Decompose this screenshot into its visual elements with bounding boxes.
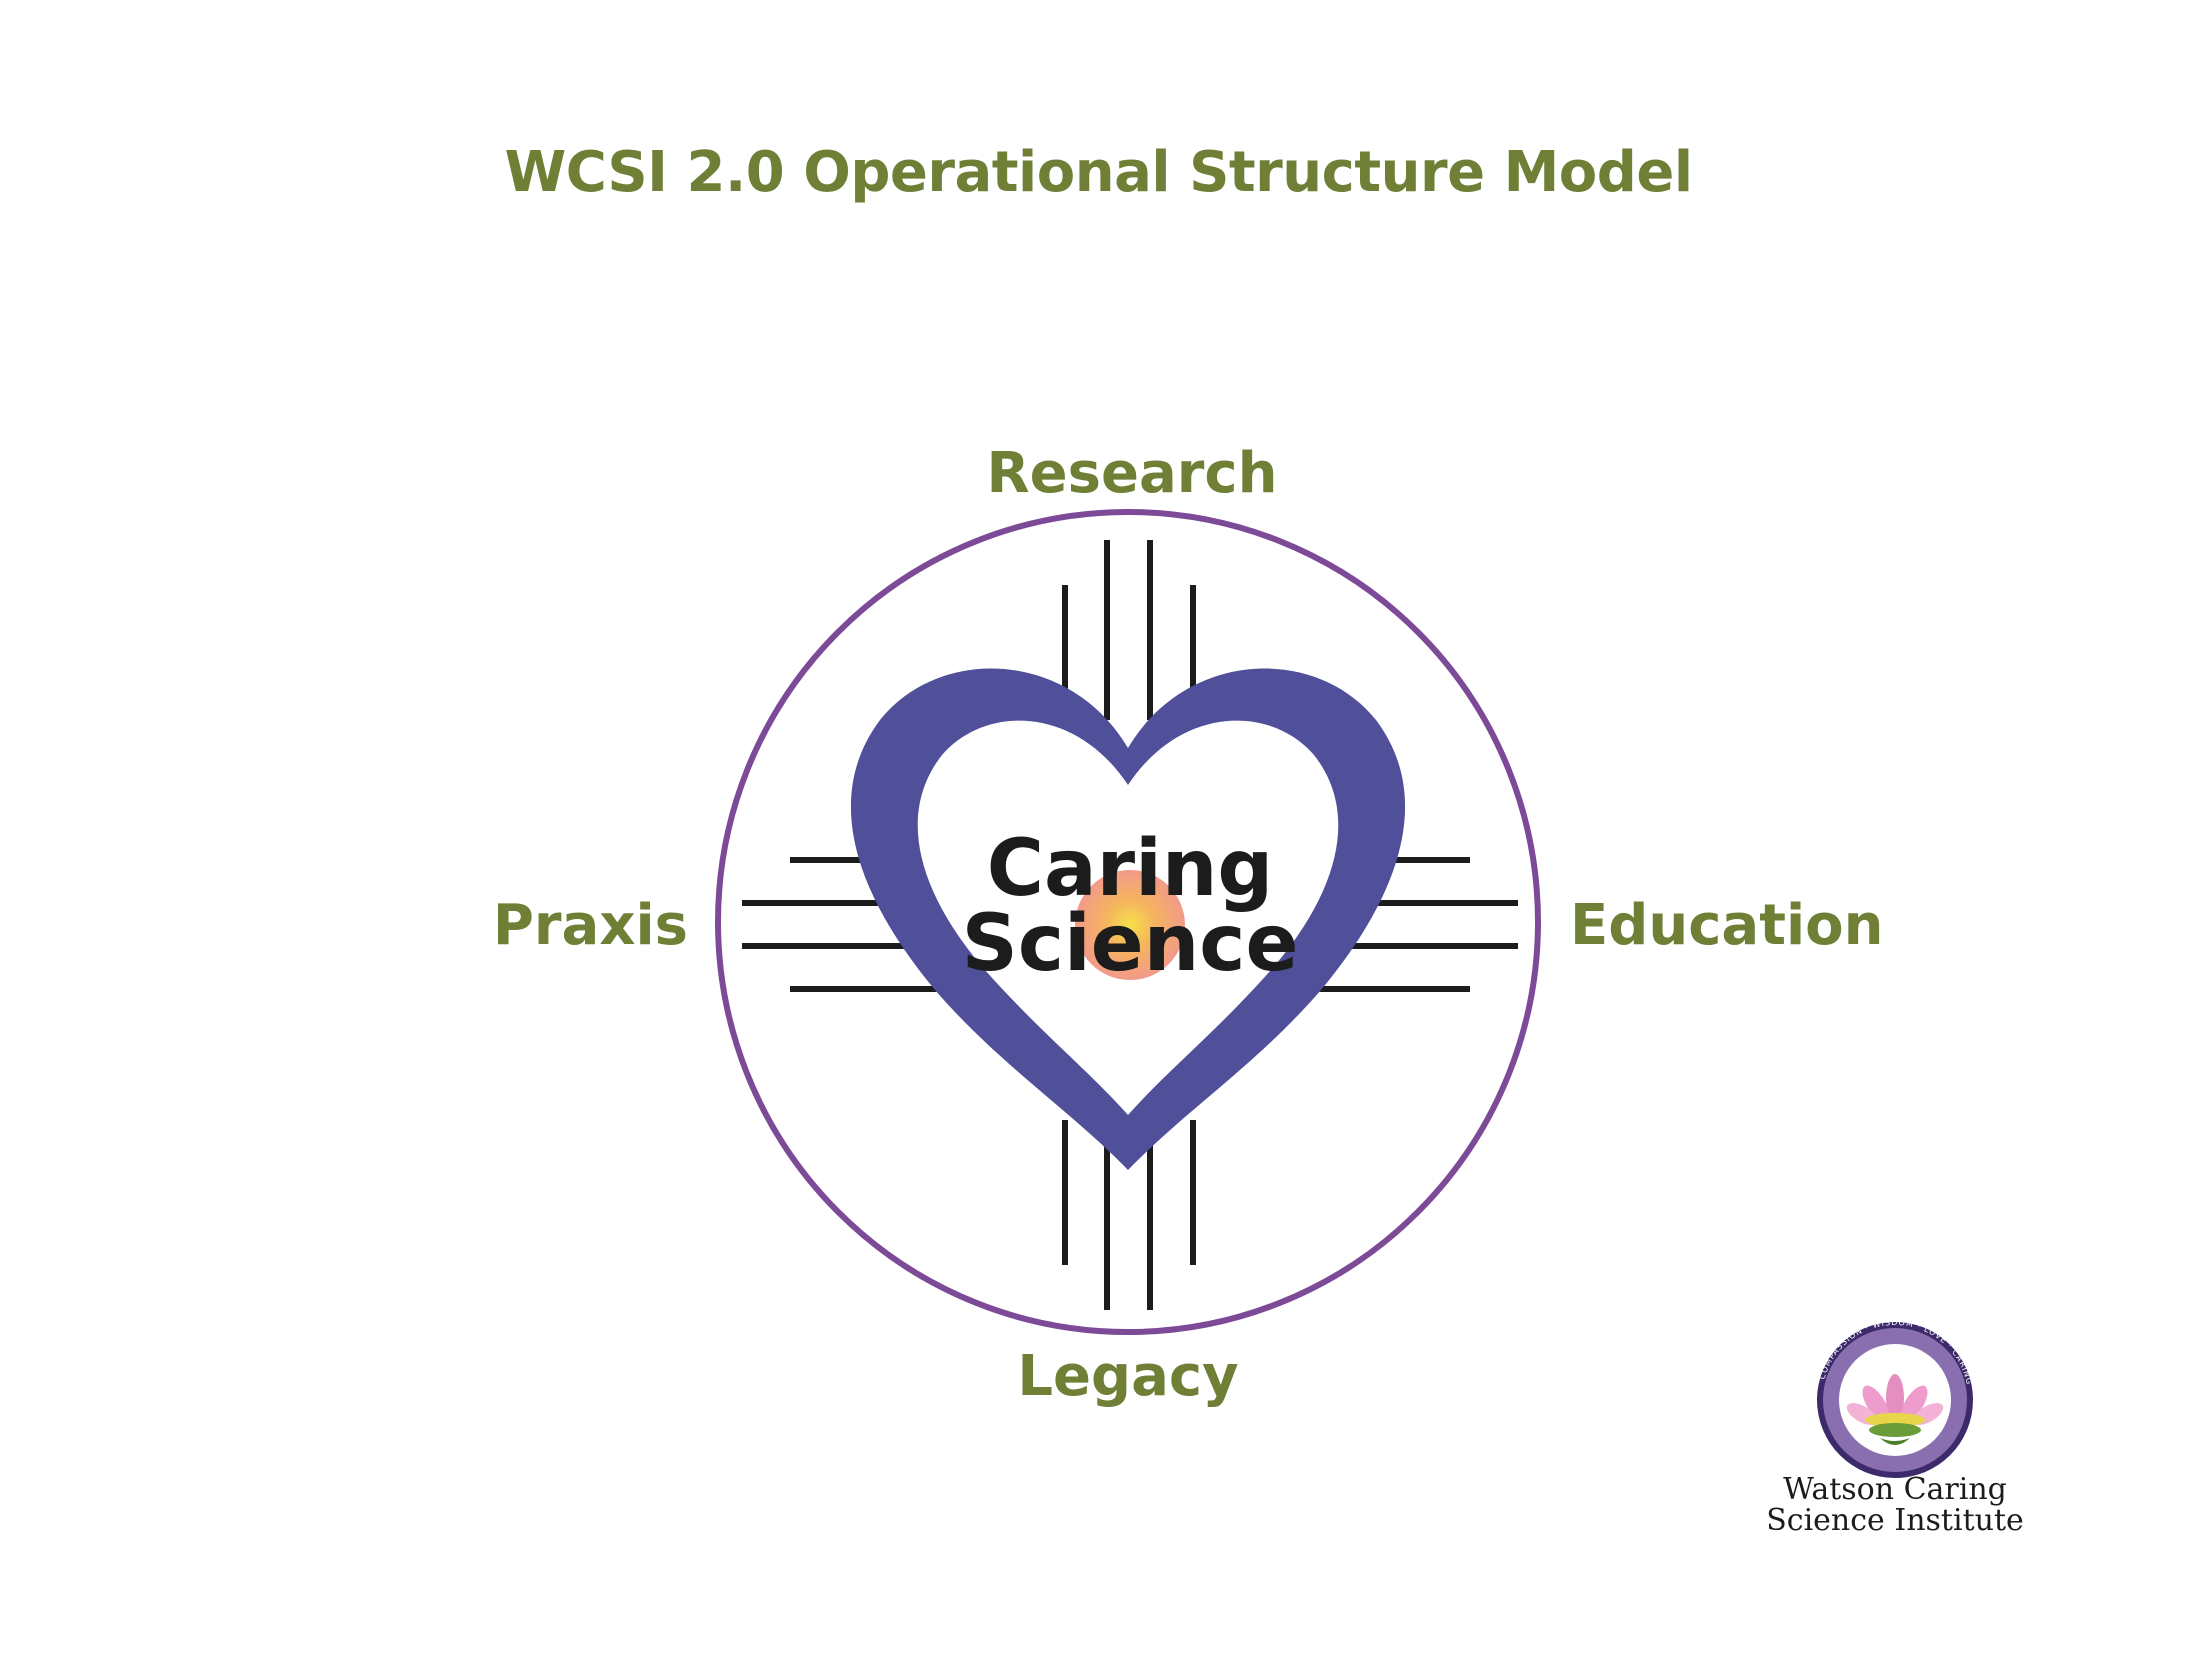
page-title: WCSI 2.0 Operational Structure Model [504, 140, 1693, 205]
center-label-line2: Science [962, 899, 1299, 989]
label-praxis: Praxis [493, 893, 688, 958]
center-glow [1075, 870, 1185, 980]
logo-name-line2: Science Institute [1766, 1503, 2024, 1538]
center-label-line1: Caring [987, 824, 1273, 914]
label-education: Education [1570, 893, 1884, 958]
label-research: Research [987, 441, 1278, 506]
wcsi-logo: COMPASSION · WISDOM · LOVE · CARING Wats… [1760, 1318, 2030, 1550]
label-legacy: Legacy [1017, 1344, 1238, 1409]
outer-circle [715, 509, 1541, 1335]
lotus-emblem-icon: COMPASSION · WISDOM · LOVE · CARING [1817, 1318, 1973, 1478]
logo-name-line1: Watson Caring [1783, 1472, 2007, 1507]
